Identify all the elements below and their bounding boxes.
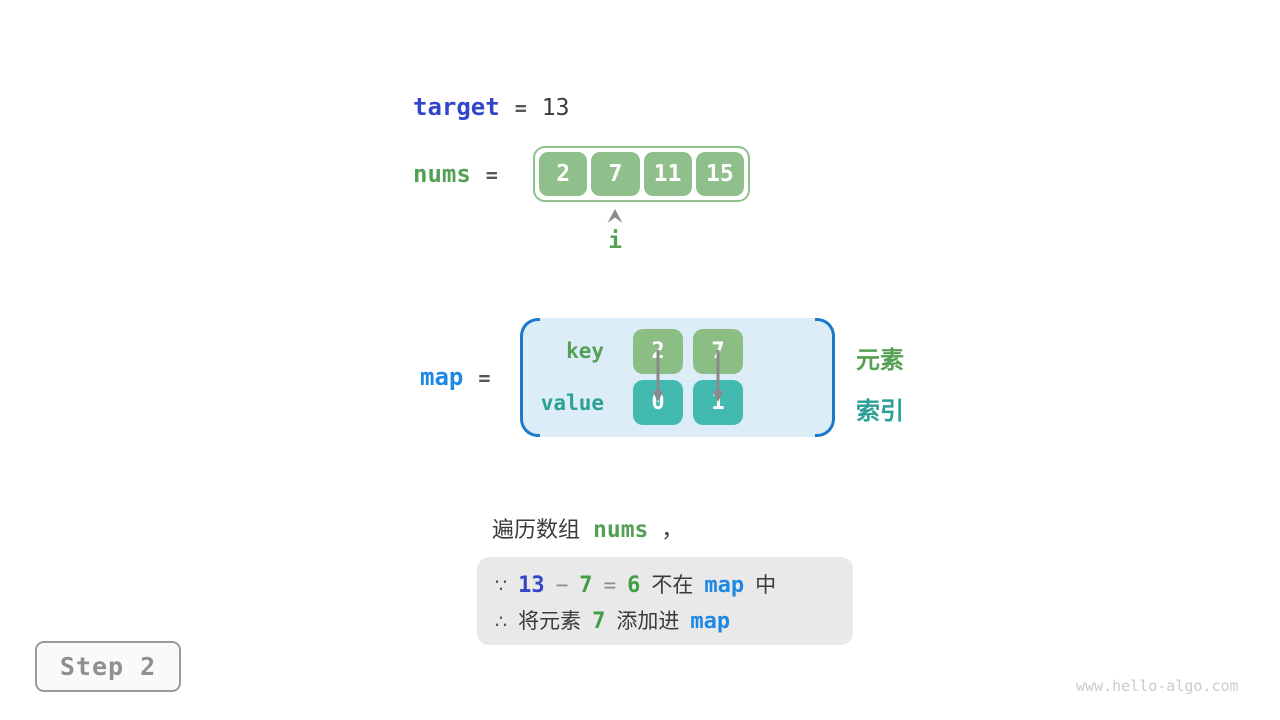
equals-operator: =: [603, 573, 617, 597]
nums-assignment: nums =: [413, 160, 498, 188]
map-code-ref: map: [690, 609, 731, 634]
map-code-ref: map: [704, 573, 745, 598]
index-pointer-label: i: [608, 228, 622, 254]
map-variable-label: map: [420, 363, 464, 391]
map-value-cell: 0: [633, 380, 683, 425]
map-equals-sign: =: [478, 366, 491, 390]
target-value: 13: [541, 95, 570, 121]
map-open-bracket: [520, 318, 540, 437]
map-close-bracket: [815, 318, 835, 437]
array-cell: 11: [643, 152, 692, 196]
add-suffix-text: 添加进: [616, 610, 680, 633]
map-value-row-label: value: [540, 391, 604, 415]
add-prefix-text: 将元素: [518, 610, 582, 633]
caption-nums-code: nums: [593, 517, 649, 543]
caption-comma: ，: [661, 517, 684, 542]
conclusion-line-because: ∵ 13 − 7 = 6 不在 map 中: [495, 569, 853, 605]
array-cell: 2: [539, 152, 588, 196]
array-cell: 7: [591, 152, 640, 196]
minuend-value: 13: [518, 573, 545, 598]
target-assignment: target = 13: [413, 93, 569, 121]
key-to-value-arrow-icon: [712, 350, 724, 402]
therefore-symbol: ∴: [495, 612, 508, 633]
caption-sentence: 遍历数组 nums ，: [492, 512, 683, 544]
map-element-annotation: 元素: [856, 347, 904, 374]
not-in-text: 不在: [651, 574, 694, 597]
nums-equals-sign: =: [485, 163, 498, 187]
key-to-value-arrow-icon: [652, 350, 664, 402]
in-suffix-text: 中: [755, 574, 777, 597]
site-watermark: www.hello-algo.com: [1076, 677, 1239, 695]
target-equals-sign: =: [514, 96, 527, 120]
map-assignment: map =: [420, 363, 490, 391]
added-element-value: 7: [592, 609, 606, 634]
caption-prefix: 遍历数组: [492, 517, 581, 542]
minus-operator: −: [555, 573, 569, 597]
map-value-cell: 1: [693, 380, 743, 425]
nums-variable-label: nums: [413, 160, 471, 188]
difference-value: 6: [627, 573, 641, 598]
conclusion-line-therefore: ∴ 将元素 7 添加进 map: [495, 605, 853, 641]
index-pointer-arrow-icon: [607, 209, 623, 223]
map-key-row-label: key: [566, 339, 604, 363]
array-cell: 15: [695, 152, 744, 196]
step-badge: Step 2: [35, 641, 181, 692]
conclusion-box: ∵ 13 − 7 = 6 不在 map 中 ∴ 将元素 7 添加进 map: [477, 557, 853, 645]
target-variable-label: target: [413, 93, 500, 121]
nums-array: 2 7 11 15: [533, 146, 750, 202]
because-symbol: ∵: [495, 576, 508, 597]
subtrahend-value: 7: [579, 573, 593, 598]
map-index-annotation: 索引: [856, 398, 904, 425]
map-container: key value 2 7 0 1: [520, 318, 835, 437]
